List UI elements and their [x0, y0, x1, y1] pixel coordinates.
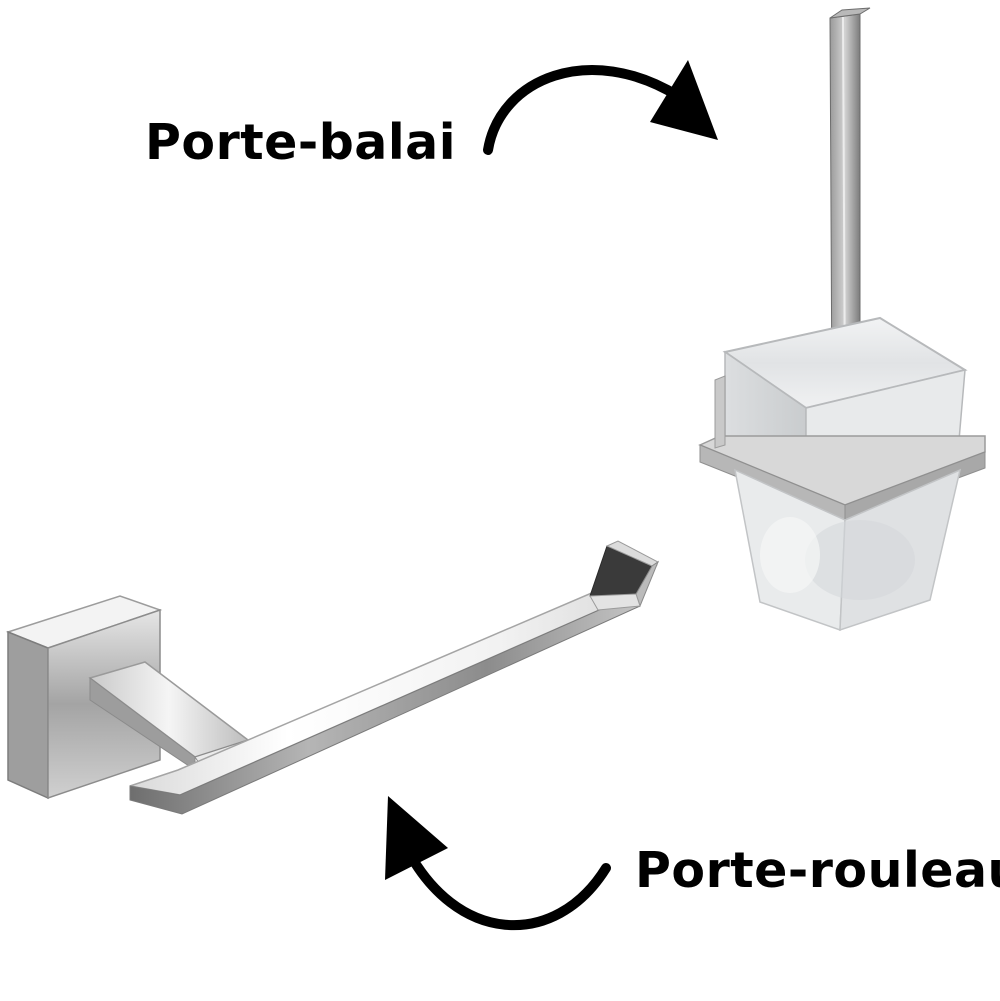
toilet-brush-holder [698, 7, 986, 632]
roll-holder-label: Porte-rouleau [635, 846, 1000, 895]
broom-holder-label: Porte-balai [145, 114, 457, 171]
curved-arrow-right-icon [483, 60, 718, 155]
toilet-paper-roll-holder [5, 540, 660, 815]
curved-arrow-up-icon [385, 796, 611, 931]
